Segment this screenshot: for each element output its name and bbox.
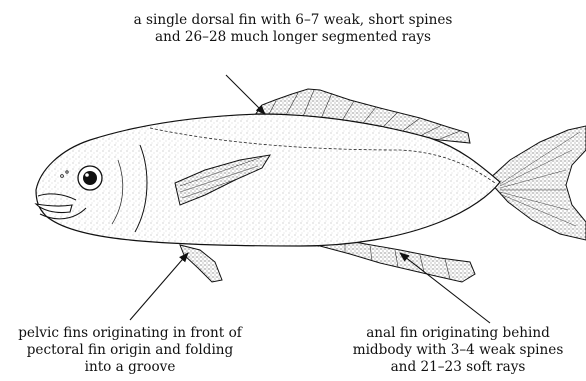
pelvic-fin [180,245,222,282]
eye [78,166,102,190]
pelvic-annotation-arrow [130,253,188,320]
dorsal-annotation-arrow [226,75,265,114]
caudal-fin [488,126,586,240]
